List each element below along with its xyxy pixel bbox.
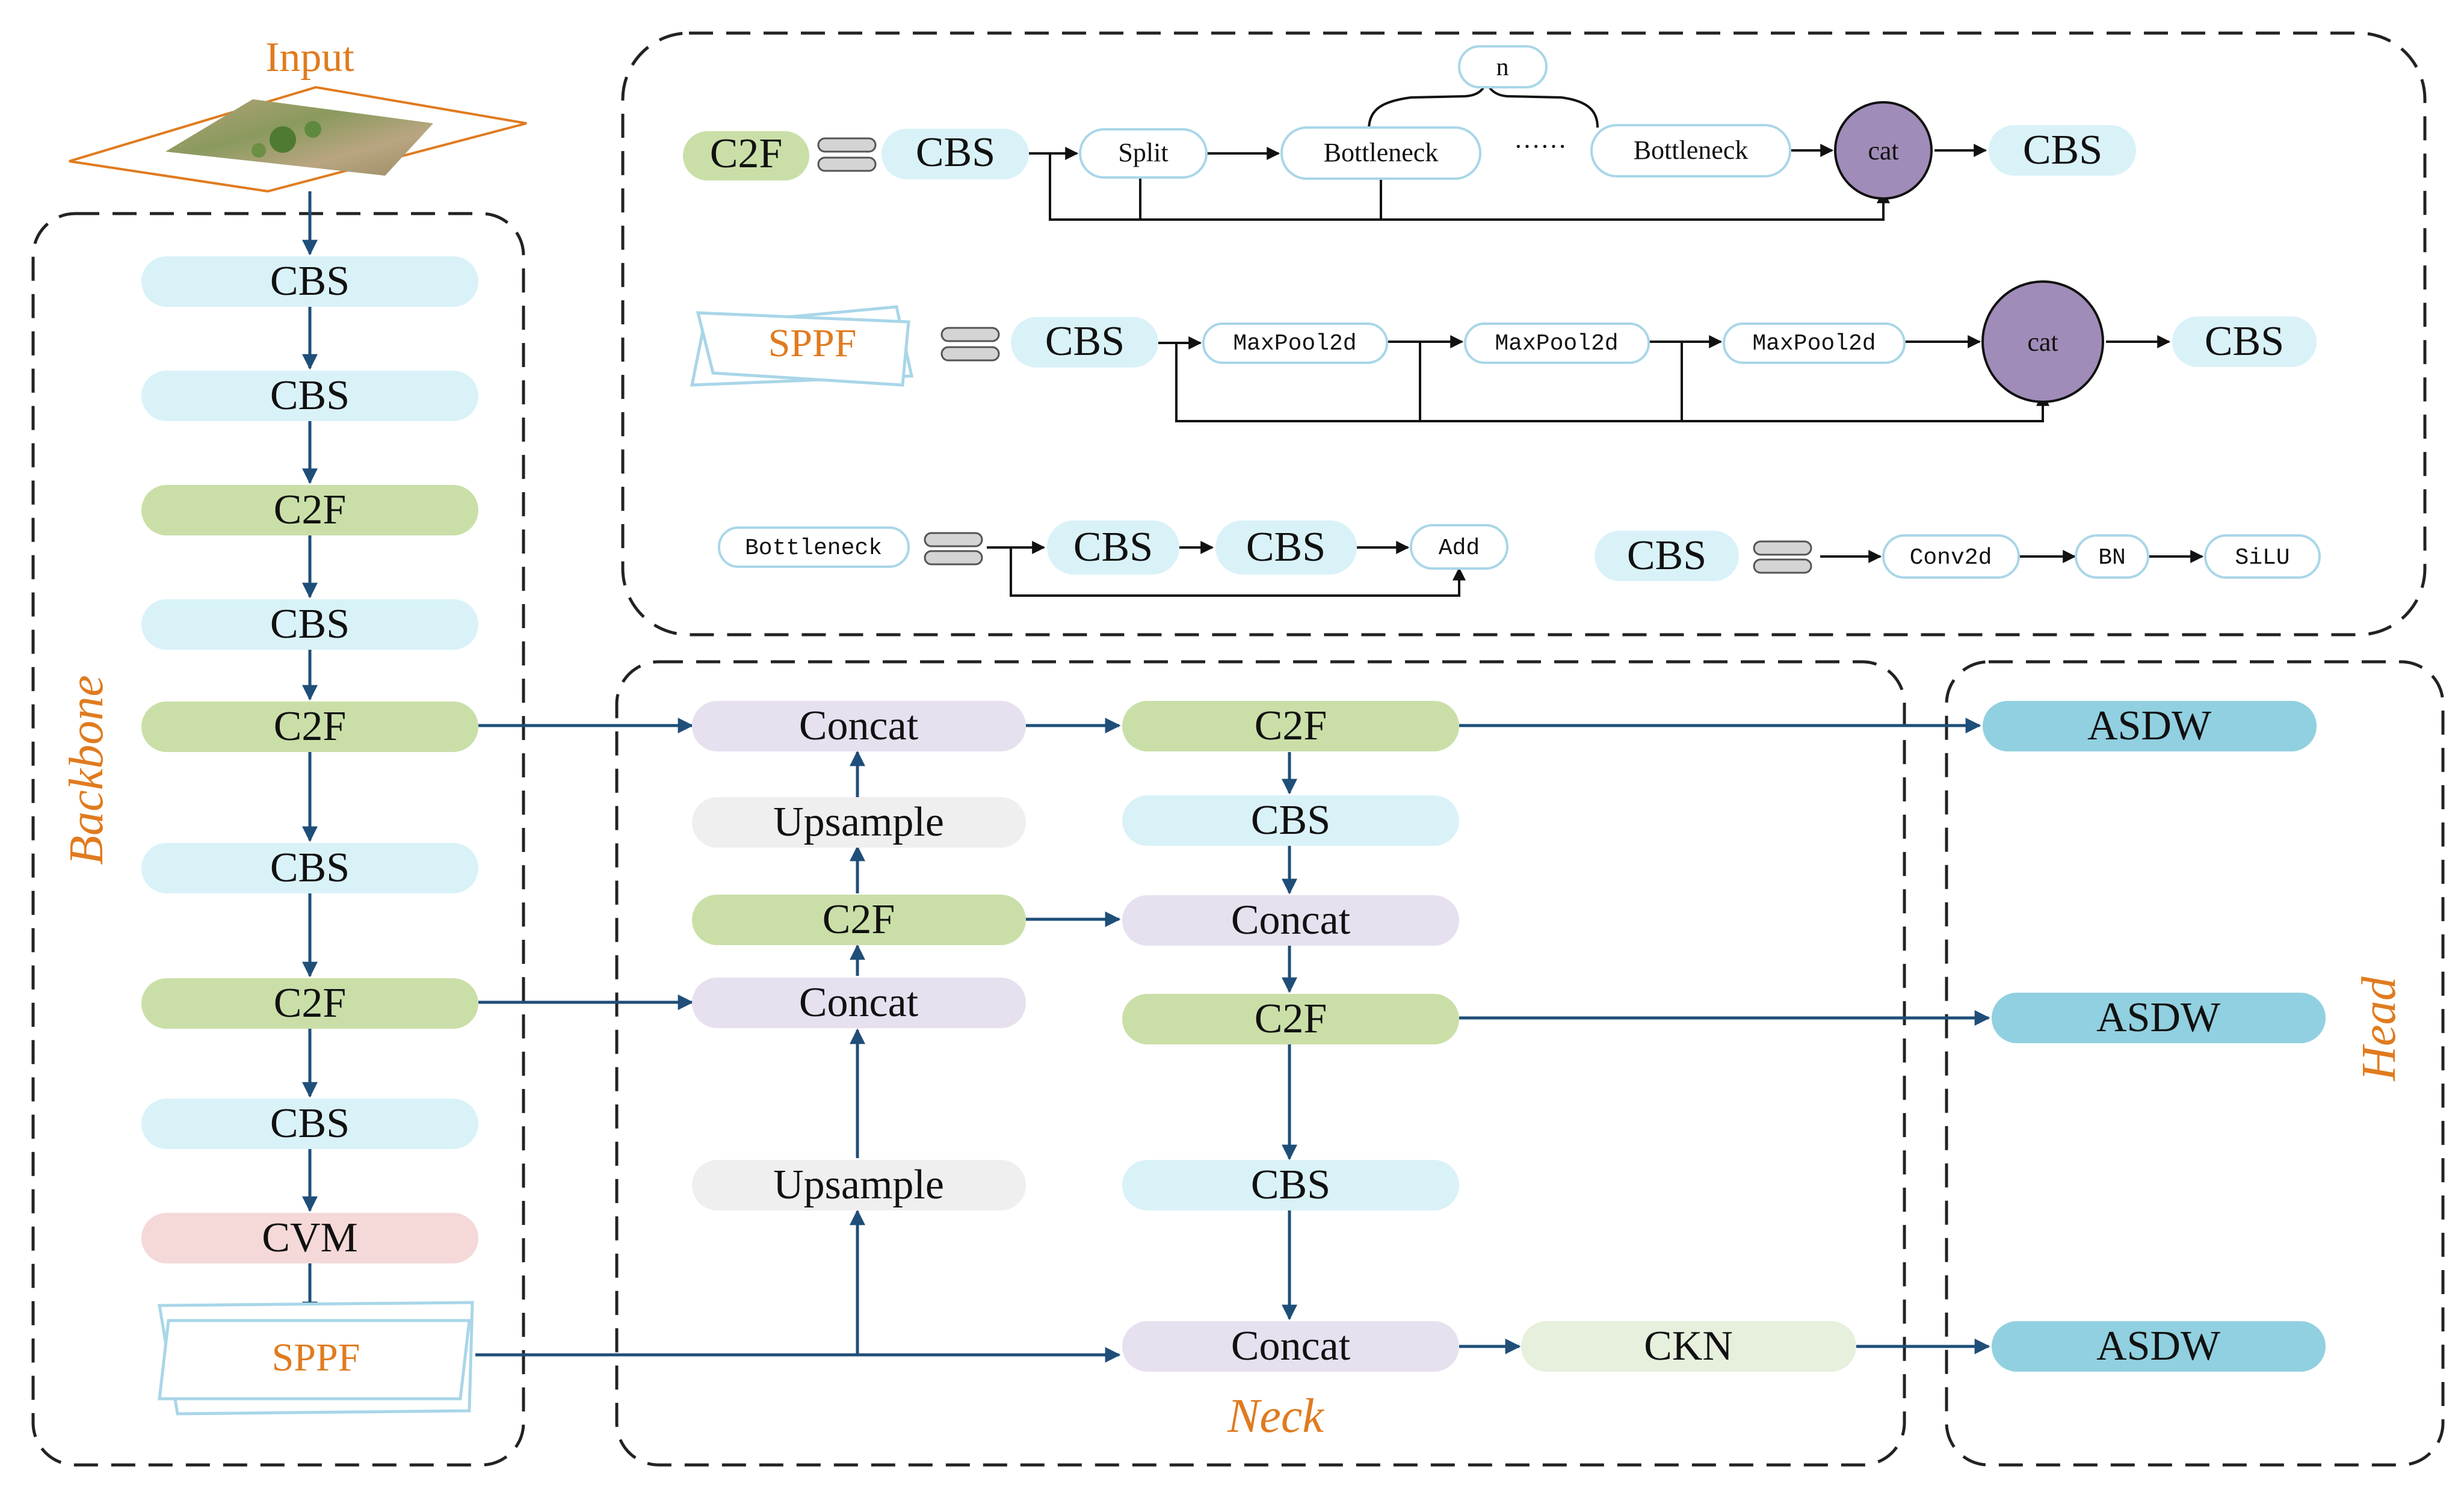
legend-sppf-shape: SPPF [690, 305, 914, 387]
legend-c2f-bottleneck: Bottleneck [1324, 138, 1439, 167]
legend-sppf: SPPF CBS MaxPool2d MaxPool2d MaxPool2d c… [690, 280, 2317, 422]
legend-cbs-silu: SiLU [2235, 545, 2290, 571]
backbone-node-cvm: CVM [141, 1213, 478, 1263]
legend-bottleneck: Bottleneck CBS CBS Add [718, 520, 1508, 597]
backbone-region [31, 212, 525, 1467]
legend-bottleneck-name: Bottleneck [745, 535, 882, 561]
neck-region [615, 660, 1906, 1467]
legend-c2f-split: Split [1118, 138, 1168, 167]
node-label: SPPF [272, 1336, 360, 1380]
node-label: ASDW [2087, 703, 2211, 749]
node-label: Concat [1231, 1323, 1351, 1369]
node-label: ASDW [2096, 994, 2220, 1041]
neck-node-c2f: C2F [1122, 701, 1459, 751]
node-label: C2F [823, 896, 895, 943]
head-node-asdw: ASDW [1992, 993, 2326, 1043]
legend-cbs-name: CBS [1627, 532, 1706, 579]
connections [302, 191, 1990, 1363]
legend-bottleneck-cbs: CBS [1246, 524, 1326, 570]
backbone-node-c2f: C2F [141, 701, 478, 752]
node-label: Concat [799, 979, 919, 1026]
neck-node-upsample: Upsample [692, 1160, 1026, 1210]
node-label: CVM [262, 1215, 357, 1261]
legend-c2f-n: n [1496, 54, 1509, 81]
legend-region [621, 31, 2427, 637]
legend-bottleneck-add: Add [1439, 535, 1480, 561]
node-label: Concat [799, 703, 919, 749]
legend-c2f-cbs-in: CBS [916, 129, 995, 176]
head-nodes: ASDW ASDW ASDW [1983, 701, 2326, 1372]
equivalence-icon [924, 532, 983, 566]
node-label: ASDW [2096, 1323, 2220, 1369]
head-region [1945, 660, 2445, 1467]
neck-nodes: Concat Upsample C2F Concat Upsample C2F … [692, 701, 1856, 1372]
node-label: CBS [270, 258, 350, 304]
legend-sppf-maxpool: MaxPool2d [1495, 331, 1618, 357]
equivalence-icon [817, 137, 877, 172]
head-node-asdw: ASDW [1983, 701, 2317, 751]
node-label: CKN [1644, 1323, 1733, 1369]
node-label: C2F [1255, 996, 1327, 1042]
input-image [69, 85, 527, 193]
legend-c2f-cbs-out: CBS [2023, 127, 2102, 173]
backbone-node-cbs: CBS [141, 599, 478, 650]
equivalence-icon [1753, 540, 1812, 574]
legend-bottleneck-cbs: CBS [1073, 524, 1153, 570]
neck-node-c2f: C2F [1122, 994, 1459, 1044]
backbone-nodes: CBS CBS C2F CBS C2F CBS C2F CBS [141, 256, 478, 1416]
head-node-asdw: ASDW [1992, 1321, 2326, 1372]
equivalence-icon [940, 327, 1000, 362]
backbone-node-cbs: CBS [141, 256, 478, 307]
backbone-node-cbs: CBS [141, 371, 478, 421]
backbone-label: Backbone [60, 675, 113, 865]
legend-sppf-name: SPPF [768, 321, 857, 365]
legend-c2f-name: C2F [710, 131, 783, 177]
input-label: Input [265, 34, 354, 81]
node-label: Upsample [773, 1162, 944, 1208]
legend-c2f-bottleneck: Bottleneck [1634, 135, 1749, 165]
legend-c2f-dots: ······ [1514, 132, 1567, 161]
backbone-node-sppf: SPPF [158, 1301, 474, 1416]
node-label: C2F [274, 980, 347, 1026]
neck-node-concat: Concat [692, 978, 1026, 1028]
node-label: Upsample [773, 799, 944, 845]
node-label: C2F [1255, 703, 1327, 749]
neck-node-concat: Concat [692, 701, 1026, 751]
node-label: Concat [1231, 897, 1351, 943]
legend-cbs-conv: Conv2d [1910, 545, 1992, 571]
neck-node-upsample: Upsample [692, 797, 1026, 848]
node-label: C2F [274, 487, 347, 533]
backbone-node-c2f: C2F [141, 978, 478, 1029]
node-label: C2F [274, 703, 347, 750]
legend-cbs-bn: BN [2098, 545, 2126, 571]
neck-node-c2f: C2F [692, 895, 1026, 945]
head-label: Head [2353, 976, 2406, 1081]
node-label: CBS [1251, 1162, 1330, 1208]
backbone-node-c2f: C2F [141, 485, 478, 535]
neck-node-concat: Concat [1122, 895, 1459, 946]
node-label: CBS [270, 1100, 350, 1147]
legend-c2f: C2F CBS Split Bottleneck ······ Bottlene… [683, 45, 2136, 221]
neck-node-ckn: CKN [1521, 1321, 1856, 1372]
legend-sppf-cbs-out: CBS [2205, 318, 2284, 365]
neck-node-cbs: CBS [1122, 795, 1459, 846]
legend-sppf-cbs-in: CBS [1045, 318, 1125, 365]
node-label: CBS [270, 845, 350, 891]
legend-c2f-cat: cat [1868, 136, 1898, 165]
neck-node-concat: Concat [1122, 1321, 1459, 1372]
neck-label: Neck [1227, 1390, 1324, 1443]
legend-sppf-maxpool: MaxPool2d [1233, 331, 1356, 357]
node-label: CBS [1251, 797, 1330, 843]
node-label: CBS [270, 372, 350, 419]
backbone-node-cbs: CBS [141, 1099, 478, 1149]
backbone-node-cbs: CBS [141, 843, 478, 893]
legend-cbs: CBS Conv2d BN SiLU [1595, 531, 2321, 581]
node-label: CBS [270, 601, 350, 647]
legend-sppf-cat: cat [2027, 327, 2058, 357]
legend-sppf-maxpool: MaxPool2d [1752, 331, 1876, 357]
neck-node-cbs: CBS [1122, 1160, 1459, 1210]
